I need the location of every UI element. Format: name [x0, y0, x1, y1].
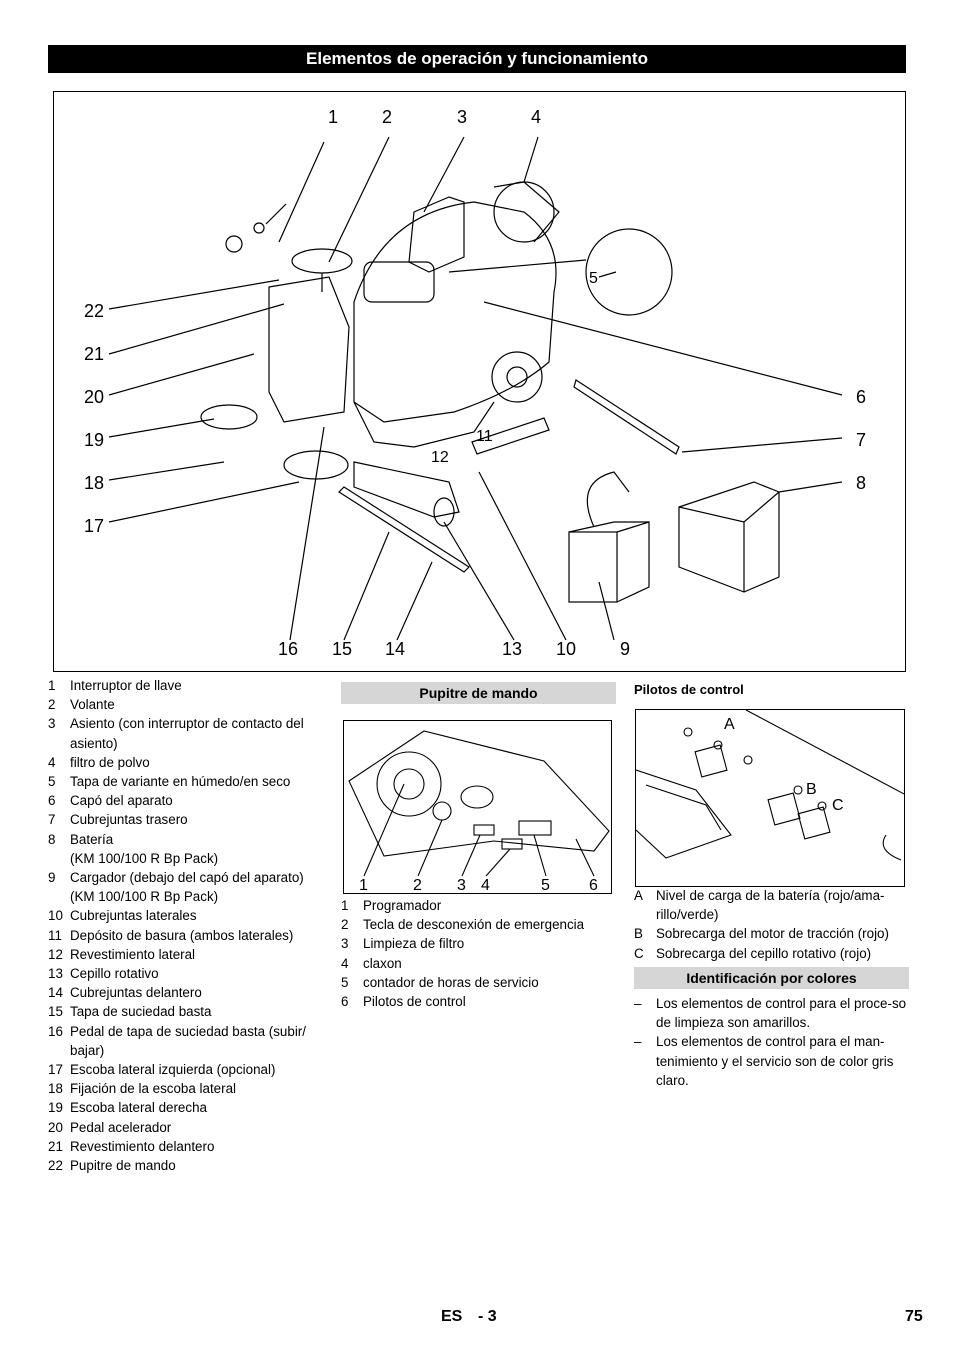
callout-6: 6: [856, 387, 867, 407]
colors-list: –Los elementos de control para el proce-…: [634, 994, 909, 1090]
callout-1: 1: [328, 107, 339, 127]
callout-3: 3: [457, 107, 468, 127]
callout-21: 21: [84, 344, 105, 364]
control-panel-figure: 1 2 3 4 5 6: [343, 720, 612, 894]
pilot-callout-c: C: [832, 797, 844, 814]
callout-4: 4: [531, 107, 542, 127]
pilots-illustration: [636, 710, 904, 861]
list-item: –Los elementos de control para el proce-…: [634, 996, 907, 1031]
callout-18: 18: [84, 473, 105, 493]
callout-17: 17: [84, 516, 105, 536]
list-item: (KM 100/100 R Bp Pack): [70, 889, 219, 905]
footer-language: ES: [441, 1308, 463, 1325]
callout-9: 9: [620, 639, 631, 659]
sweeper-illustration: [108, 136, 843, 641]
pilot-callout-a: A: [724, 716, 735, 733]
pilot-callout-b: B: [806, 781, 817, 798]
callout-5: 5: [589, 270, 598, 287]
list-item: –Los elementos de control para el man-te…: [634, 1034, 894, 1088]
callout-14: 14: [385, 639, 406, 659]
section-title: Elementos de operación y funcionamiento: [48, 45, 906, 73]
callout-22: 22: [84, 301, 105, 321]
callout-11: 11: [476, 428, 493, 445]
panel-callout-4: 4: [481, 877, 490, 894]
callout-12: 12: [431, 449, 449, 466]
panel-callout-5: 5: [541, 877, 550, 894]
callout-13: 13: [502, 639, 523, 659]
callout-10: 10: [556, 639, 577, 659]
callout-19: 19: [84, 430, 105, 450]
list-item: (KM 100/100 R Bp Pack): [70, 850, 219, 866]
callout-16: 16: [278, 639, 299, 659]
pilots-heading: Pilotos de control: [634, 682, 744, 697]
callout-7: 7: [856, 430, 867, 450]
pilots-figure: A B C: [635, 709, 905, 887]
callout-2: 2: [382, 107, 393, 127]
panel-callout-2: 2: [413, 877, 422, 894]
callout-20: 20: [84, 387, 105, 407]
footer-page-number: 75: [905, 1308, 923, 1325]
colors-heading: Identificación por colores: [634, 967, 909, 989]
panel-callout-3: 3: [457, 877, 466, 894]
panel-callout-1: 1: [359, 877, 368, 894]
callout-8: 8: [856, 473, 867, 493]
machine-figure: 1 2 3 4 5 22 21 20 19 18 17 6 7 8 11 12 …: [53, 91, 906, 672]
callout-15: 15: [332, 639, 353, 659]
control-panel-heading: Pupitre de mando: [341, 682, 616, 704]
panel-callout-6: 6: [589, 877, 598, 894]
control-panel-illustration: [348, 730, 610, 877]
footer-page-ref: - 3: [478, 1308, 497, 1325]
